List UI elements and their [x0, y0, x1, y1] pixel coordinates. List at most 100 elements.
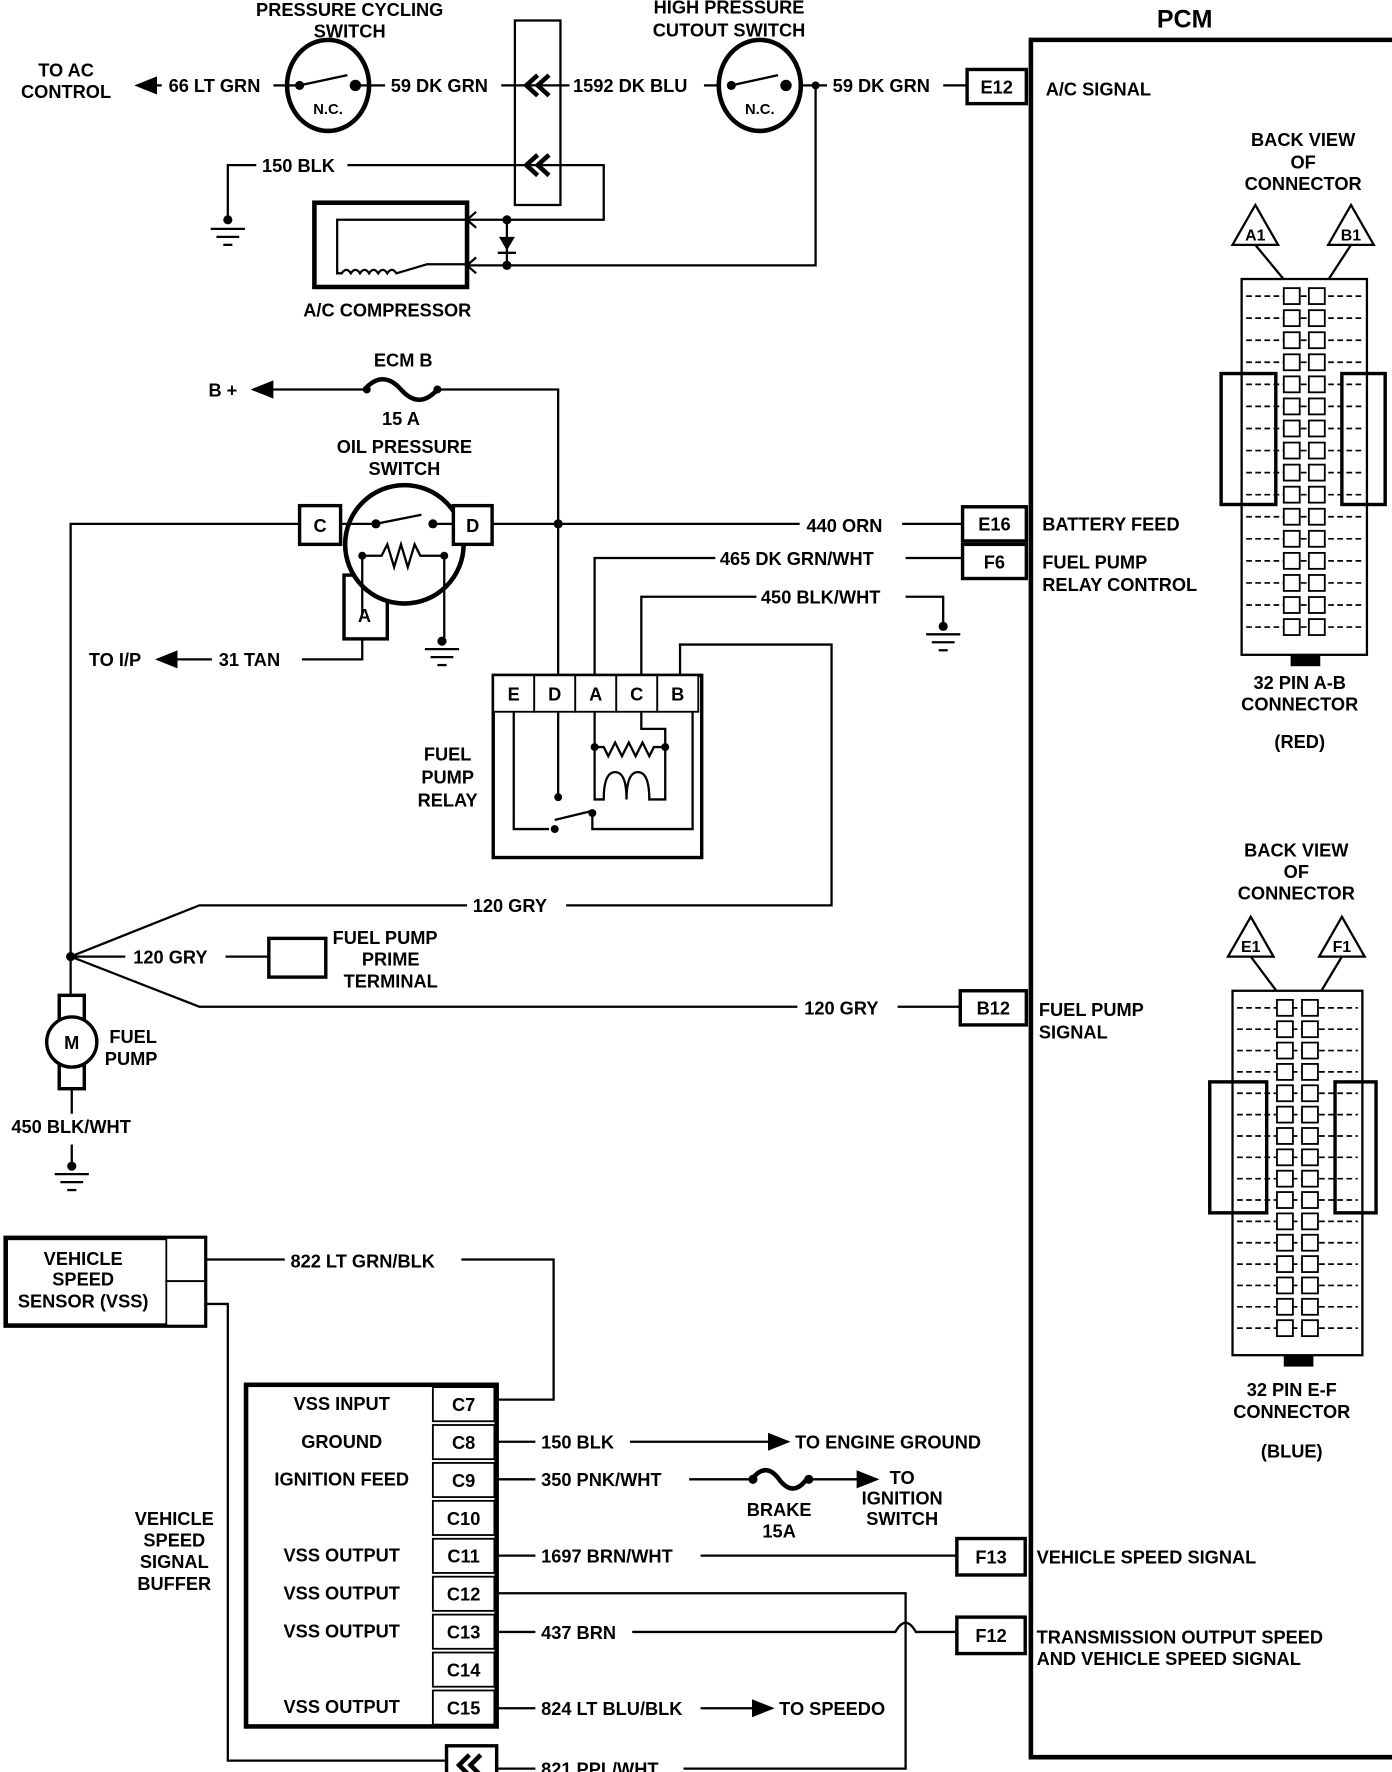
buffer-pin-label: C7 — [452, 1395, 475, 1415]
relay-label: FUEL — [424, 745, 472, 765]
to-ac-control-label: TO AC — [38, 60, 94, 80]
pin-f1-label: F1 — [1333, 939, 1352, 956]
pin-b1-label: B1 — [1341, 227, 1362, 244]
pump-signal-label: FUEL PUMP — [1039, 1000, 1144, 1020]
cutout-switch-label: HIGH PRESSURE — [654, 0, 805, 18]
trans-signal-label: TRANSMISSION OUTPUT SPEED — [1037, 1627, 1324, 1647]
pcm-module: PCM — [1028, 5, 1392, 1760]
buffer-pin-box — [431, 1575, 496, 1612]
wire-821-label: 821 PPL/WHT — [541, 1759, 658, 1772]
relay-pin-c: C — [630, 684, 643, 704]
to-ip-label: TO I/P — [89, 650, 141, 670]
connector-ef: BACK VIEW OF CONNECTOR E1 F1 32 PIN E-F … — [1208, 840, 1378, 1462]
pin-e16-label: E16 — [978, 515, 1010, 535]
vss-label: VEHICLE — [44, 1249, 123, 1269]
relay-pin-b: B — [671, 684, 684, 704]
to-ignition-label: SWITCH — [866, 1509, 938, 1529]
oil-pin-a: A — [358, 606, 371, 626]
buffer-pin-label: C10 — [447, 1509, 480, 1529]
to-engine-ground-label: TO ENGINE GROUND — [795, 1433, 981, 1453]
high-pressure-cutout-switch-icon: N.C. — [716, 37, 804, 134]
fuse-rating-label: 15 A — [382, 409, 420, 429]
buffer-pin-box — [431, 1499, 496, 1536]
buffer-row-label: VSS OUTPUT — [284, 1546, 400, 1566]
wire-150-label: 150 BLK — [541, 1433, 614, 1453]
buffer-row-label: VSS INPUT — [294, 1394, 390, 1414]
vehicle-speed-signal-label: VEHICLE SPEED SIGNAL — [1037, 1548, 1257, 1568]
wire-31-label: 31 TAN — [219, 650, 280, 670]
cutout-switch-label: CUTOUT SWITCH — [653, 20, 806, 40]
relay-control-label: RELAY CONTROL — [1042, 575, 1197, 595]
buffer-row-label: VSS OUTPUT — [284, 1621, 400, 1641]
connector-color-label: (RED) — [1274, 732, 1325, 752]
inline-connector — [513, 19, 562, 207]
connector-chevron-icon — [522, 73, 551, 98]
oil-pin-d: D — [466, 516, 479, 536]
wire-120-label: 120 GRY — [804, 999, 878, 1019]
wire-465-label: 465 DK GRN/WHT — [720, 549, 874, 569]
relay-label: PUMP — [421, 768, 474, 788]
buffer-row-label: IGNITION FEED — [274, 1470, 409, 1490]
fuel-pump-relay: E D A C B FUEL PUMP RELAY — [418, 673, 704, 860]
wire-822-label: 822 LT GRN/BLK — [290, 1252, 434, 1272]
connector-name-label: 32 PIN A-B — [1253, 673, 1345, 693]
buffer-row-label: VSS OUTPUT — [284, 1697, 400, 1717]
back-view-label: CONNECTOR — [1245, 174, 1362, 194]
relay-coil-icon — [512, 711, 694, 834]
relay-pin-a: A — [589, 684, 602, 704]
oil-pressure-switch-icon: C D A — [297, 482, 494, 641]
oil-switch-label: SWITCH — [368, 459, 440, 479]
battery-feed-label: BATTERY FEED — [1042, 515, 1179, 535]
ac-compressor-label: A/C COMPRESSOR — [303, 301, 471, 321]
pin-f13 — [955, 1536, 1027, 1577]
vss-label: SPEED — [52, 1270, 114, 1290]
prime-terminal-label: TERMINAL — [344, 971, 438, 991]
buffer-label: SPEED — [143, 1531, 205, 1551]
prime-terminal — [267, 936, 328, 979]
vss-circuit: VEHICLE SPEED SENSOR (VSS) 822 LT GRN/BL… — [3, 1235, 1324, 1772]
buffer-pin-label: C14 — [447, 1660, 481, 1680]
buffer-pin-box — [431, 1462, 496, 1499]
wire-824-label: 824 LT BLU/BLK — [541, 1699, 682, 1719]
brake-fuse-label: 15A — [762, 1521, 795, 1541]
pin-e12-label: E12 — [981, 77, 1013, 97]
wire-120-label: 120 GRY — [133, 947, 207, 967]
prime-terminal-label: FUEL PUMP — [333, 928, 438, 948]
fuse-ecm-b-label: ECM B — [374, 351, 433, 371]
connector-name-label: CONNECTOR — [1241, 695, 1358, 715]
ac-circuit: PRESSURE CYCLING SWITCH HIGH PRESSURE CU… — [21, 0, 1151, 321]
oil-pin-c: C — [314, 516, 327, 536]
connector-color-label: (BLUE) — [1261, 1442, 1323, 1462]
ground-icon — [926, 621, 961, 652]
pin-f6-label: F6 — [984, 552, 1005, 572]
wire-59-label: 59 DK GRN — [391, 76, 488, 96]
brake-fuse-icon — [749, 1467, 809, 1491]
wire-1592-label: 1592 DK BLU — [573, 76, 687, 96]
back-view-label: OF — [1290, 153, 1315, 173]
fuel-pump-label: PUMP — [105, 1049, 158, 1069]
connector-ab: BACK VIEW OF CONNECTOR A1 B1 32 PIN A-B … — [1219, 130, 1387, 752]
buffer-pin-label: C12 — [447, 1585, 480, 1605]
to-speedo-label: TO SPEEDO — [779, 1699, 885, 1719]
fuel-pump-circuit: 120 GRY 120 GRY FUEL PUMP PRIME TERMINAL… — [11, 643, 1144, 1192]
back-view-label: BACK VIEW — [1251, 130, 1356, 150]
connector-ab-body-icon — [1219, 277, 1387, 667]
buffer-row-label: GROUND — [301, 1432, 382, 1452]
buffer-pin-box — [431, 1689, 496, 1726]
wire-350-label: 350 PNK/WHT — [541, 1470, 661, 1490]
pin-b12-label: B12 — [977, 999, 1010, 1019]
buffer-label: VEHICLE — [135, 1509, 214, 1529]
buffer-pin-label: C9 — [452, 1471, 475, 1491]
wire-1697-label: 1697 BRN/WHT — [541, 1546, 673, 1566]
oil-switch-label: OIL PRESSURE — [337, 437, 472, 457]
inline-connector — [444, 1744, 499, 1772]
buffer-pin-label: C15 — [447, 1698, 480, 1718]
fuel-pump-motor-icon: M — [44, 993, 99, 1091]
diode-icon — [497, 219, 517, 266]
connector-ef-body-icon — [1208, 989, 1378, 1367]
to-ac-control-label: CONTROL — [21, 82, 111, 102]
connector-chevron-icon — [455, 1753, 483, 1772]
pin-e1-label: E1 — [1241, 939, 1261, 956]
pin-a1-label: A1 — [1245, 227, 1266, 244]
